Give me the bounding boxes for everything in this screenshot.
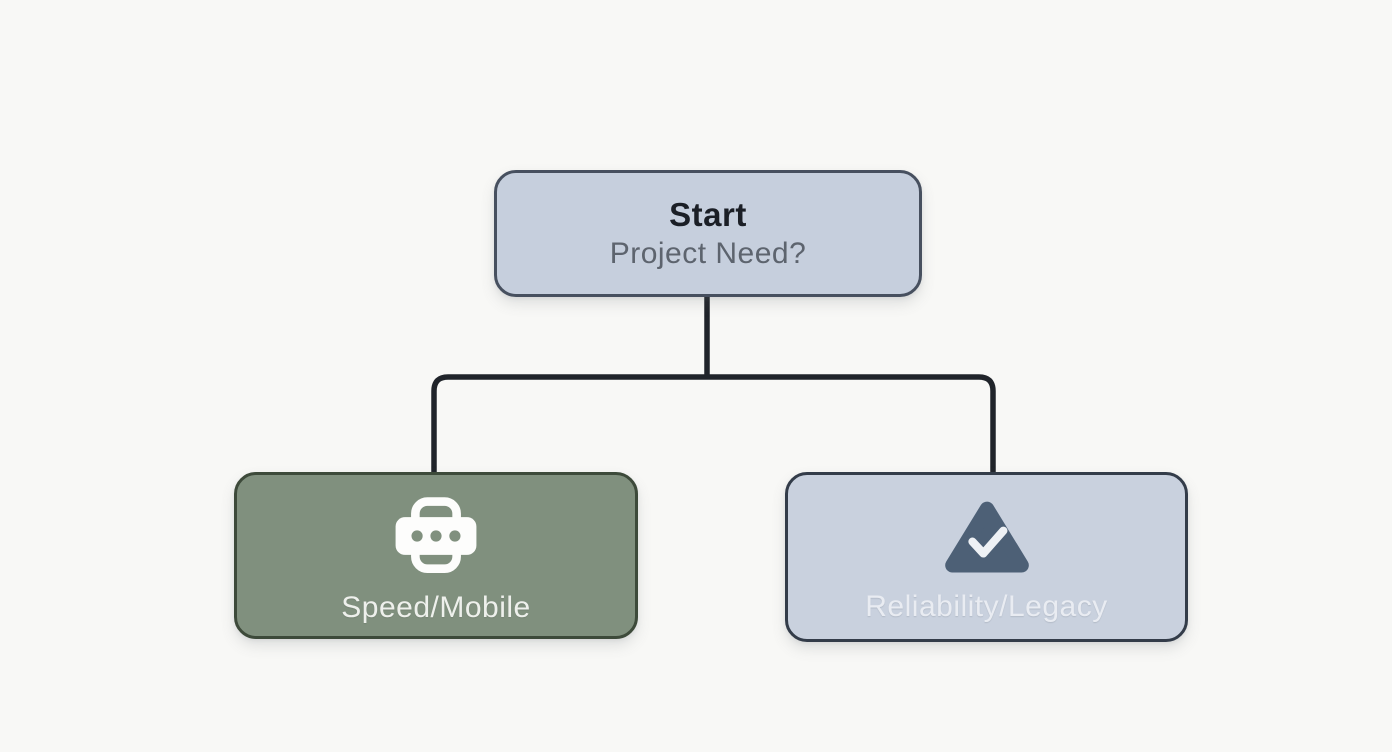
root-node-title: Start: [669, 196, 747, 234]
branch-node-reliability-legacy: Reliability/Legacy: [785, 472, 1188, 642]
root-node-start: Start Project Need?: [494, 170, 922, 297]
checkmark-triangle-icon: [940, 498, 1034, 578]
root-node-subtitle: Project Need?: [609, 236, 807, 270]
connector-bracket: [431, 374, 996, 473]
mobile-device-dots-icon: [388, 493, 484, 579]
branch-label: Speed/Mobile: [341, 591, 531, 624]
branch-label: Reliability/Legacy: [865, 589, 1108, 623]
branch-node-speed-mobile: Speed/Mobile: [234, 472, 638, 639]
